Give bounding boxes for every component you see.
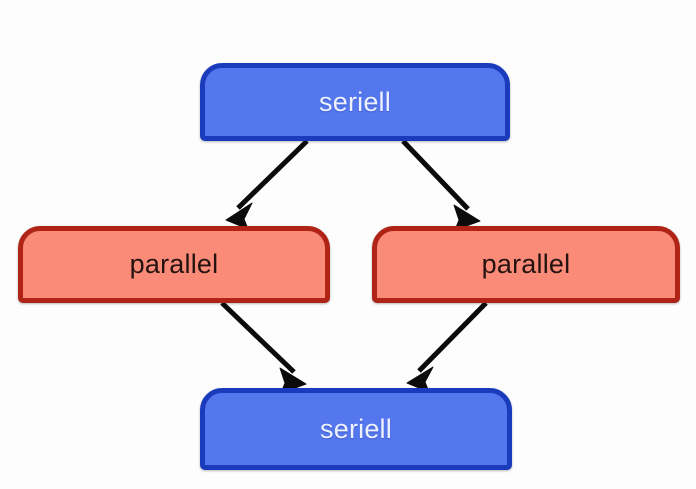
edge-top-to-right	[401, 139, 481, 231]
edge-top-to-left-line	[236, 139, 309, 210]
node-seriell-top-label: seriell	[319, 86, 391, 117]
node-parallel-left[interactable]: parallel	[18, 226, 330, 303]
node-seriell-bottom-label: seriell	[320, 413, 392, 444]
node-parallel-right-label: parallel	[481, 249, 571, 279]
edge-top-to-left	[225, 139, 309, 230]
edge-left-to-bottom	[220, 301, 307, 394]
edge-top-to-right-line	[401, 139, 470, 211]
edge-right-to-bottom-line	[417, 301, 488, 373]
edge-left-to-bottom-line	[220, 301, 296, 374]
node-parallel-right[interactable]: parallel	[372, 226, 680, 303]
node-seriell-top[interactable]: seriell	[200, 63, 510, 141]
edge-right-to-bottom	[406, 301, 488, 393]
node-seriell-bottom[interactable]: seriell	[200, 388, 512, 470]
node-parallel-left-label: parallel	[129, 249, 219, 279]
